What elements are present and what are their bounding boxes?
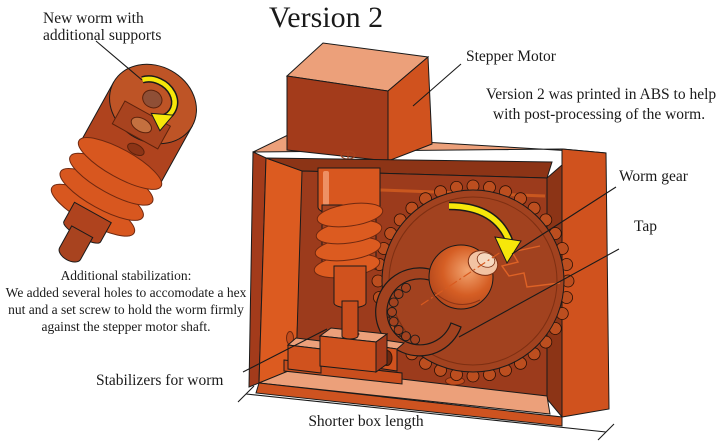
leader-tap bbox=[458, 248, 620, 338]
annotation-lines bbox=[95, 40, 620, 441]
standalone-worm bbox=[50, 63, 197, 263]
label-new-worm-line1: New worm with bbox=[43, 10, 144, 27]
worm-lower-shaft bbox=[341, 300, 359, 340]
leader-stabilizers bbox=[242, 328, 328, 373]
motor-front-face bbox=[286, 75, 389, 162]
gearbox-assembly bbox=[248, 42, 610, 427]
stabilizer-block-main bbox=[319, 335, 377, 373]
note-abs-line2: with post-processing of the worm. bbox=[493, 106, 705, 123]
page-title: Version 2 bbox=[269, 1, 383, 34]
label-stabilizers: Stabilizers for worm bbox=[96, 372, 223, 389]
label-tap: Tap bbox=[634, 218, 657, 235]
leader-stepper-motor bbox=[412, 63, 462, 107]
retaining-clip bbox=[375, 267, 462, 357]
centerline bbox=[420, 241, 517, 306]
worm-coil bbox=[316, 202, 384, 228]
worm-assembly bbox=[313, 167, 384, 340]
set-screw-hole bbox=[127, 142, 145, 157]
screw-head-icon bbox=[340, 150, 356, 160]
rotation-arrow-icon bbox=[141, 75, 179, 132]
worm-shaft-tip bbox=[58, 225, 94, 263]
stabilizer-step bbox=[287, 344, 322, 374]
label-new-worm-line2: additional supports bbox=[43, 27, 161, 44]
note-abs-line1: Version 2 was printed in ABS to help bbox=[486, 86, 717, 103]
tap-chuck bbox=[420, 241, 517, 310]
label-stepper-motor: Stepper Motor bbox=[466, 48, 557, 65]
leader-worm-gear bbox=[511, 186, 617, 255]
box-floor bbox=[258, 366, 551, 415]
note-stabilization-line2: We added several holes to accomodate a h… bbox=[6, 285, 247, 300]
label-worm-gear: Worm gear bbox=[619, 168, 689, 185]
stepper-motor bbox=[285, 42, 433, 162]
motor-right-face bbox=[387, 55, 433, 162]
note-stabilization-line1: Additional stabilization: bbox=[61, 268, 192, 283]
shaft-hole bbox=[142, 89, 163, 109]
hex-nut-hole bbox=[130, 116, 152, 134]
rotation-arrow-icon bbox=[448, 201, 522, 265]
label-box-length: Shorter box length bbox=[308, 413, 424, 430]
note-stabilization-line3: nut and a set screw to hold the worm fir… bbox=[8, 302, 244, 317]
box-front-bottom-edge bbox=[255, 382, 563, 427]
worm-thread bbox=[77, 137, 163, 190]
note-stabilization-line4: against the stepper motor shaft. bbox=[41, 319, 210, 334]
dimension-line bbox=[237, 385, 615, 441]
leader-new-worm bbox=[95, 40, 143, 81]
